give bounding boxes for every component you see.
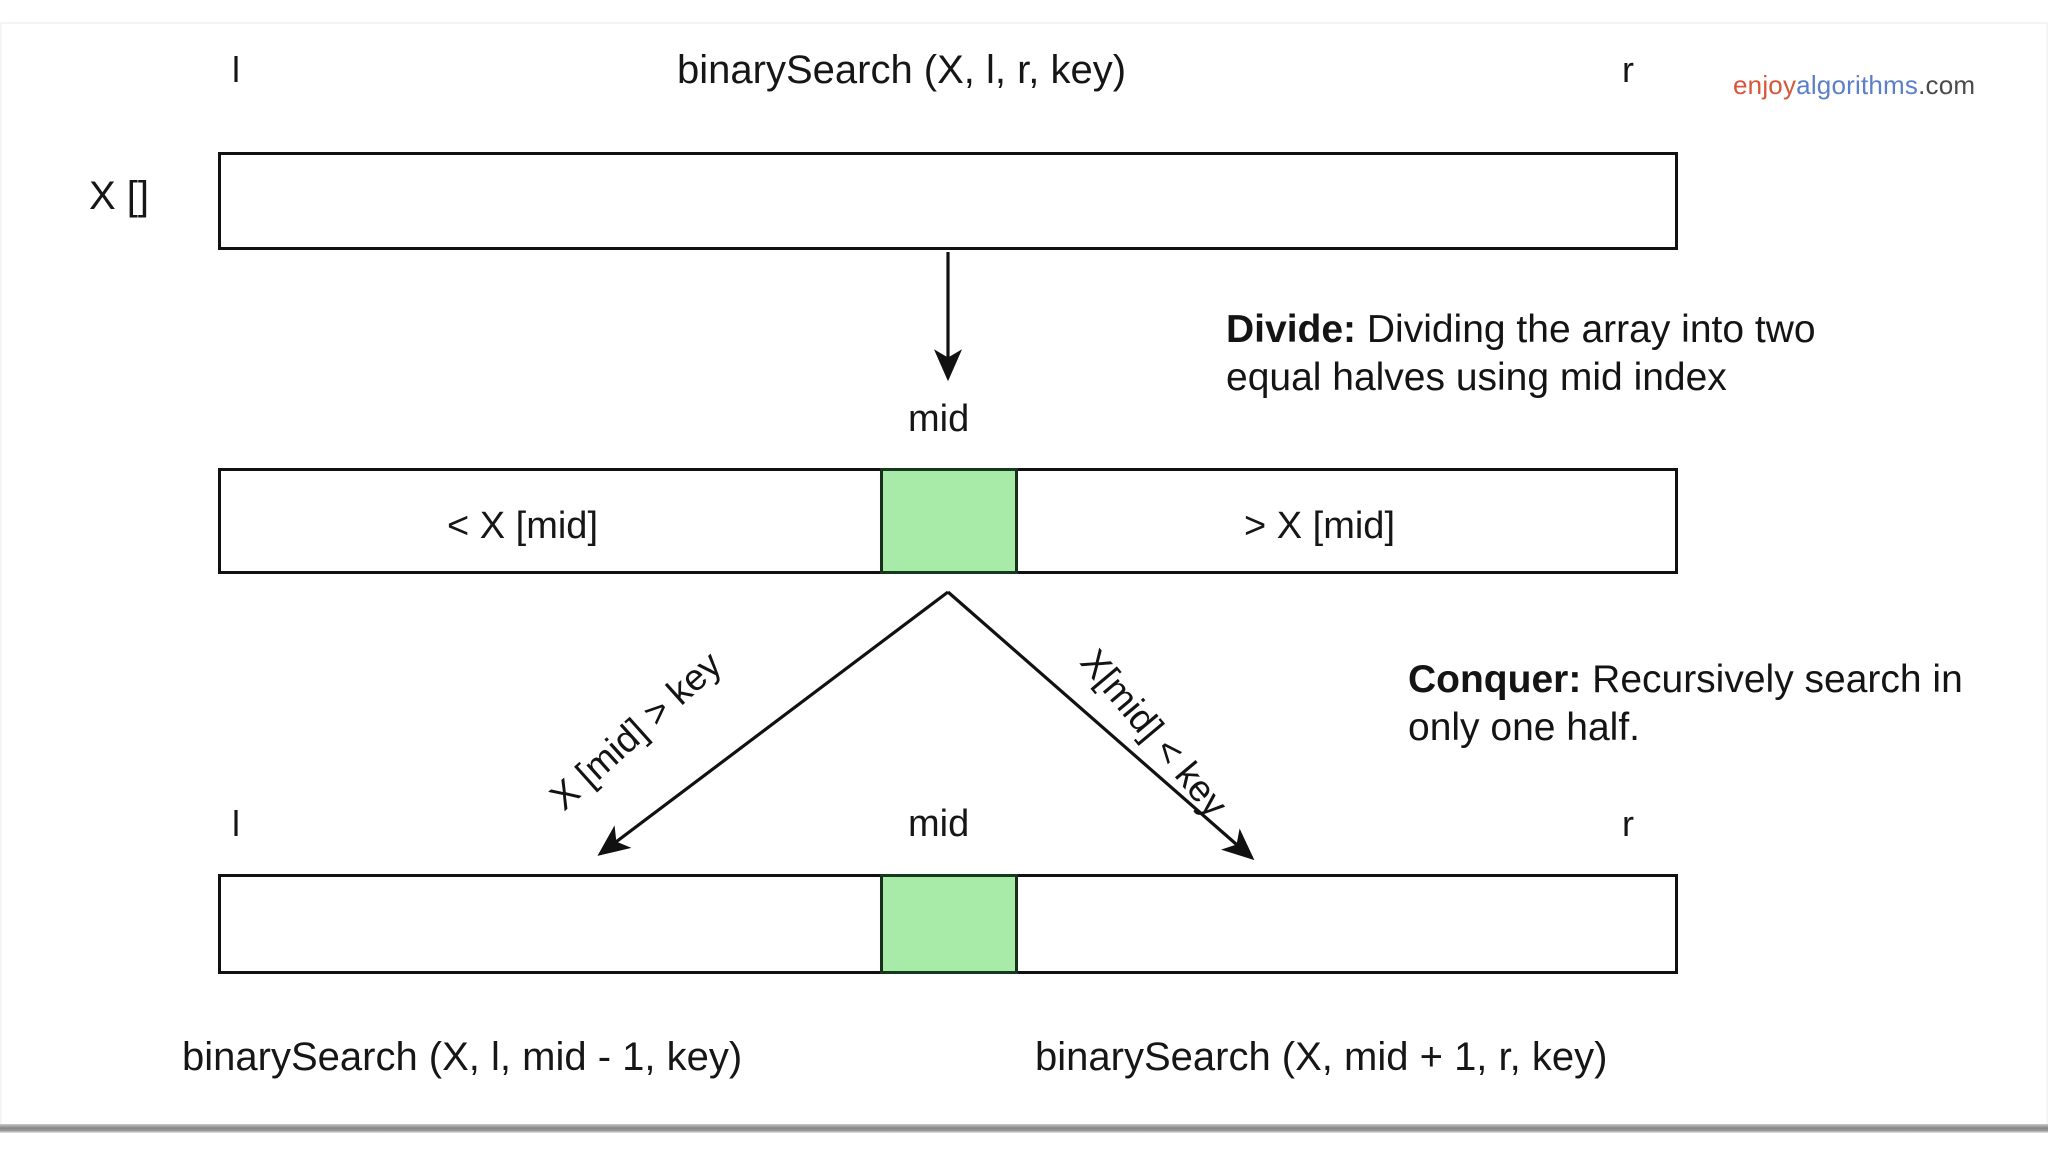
row1-right-index-label: r	[1622, 49, 1634, 90]
note-divide-text: Dividing the array into two equal halves…	[1226, 308, 1816, 399]
note-divide: Divide: Dividing the array into two equa…	[1226, 306, 1846, 401]
frame-top-edge	[0, 22, 2048, 24]
frame-left-edge	[0, 22, 2, 1126]
row2-mid-label: mid	[908, 398, 970, 440]
array-name-label: X []	[89, 174, 150, 218]
row1-left-index-label: l	[232, 49, 240, 90]
note-conquer: Conquer: Recursively search in only one …	[1408, 656, 2028, 751]
array-row-3-mid-cell	[880, 874, 1018, 974]
array-row-1	[218, 152, 1678, 250]
row2-right-half-label: > X [mid]	[1244, 505, 1395, 547]
watermark-part-3: .com	[1918, 70, 1976, 100]
branch-label-left: X [mid] > key	[541, 643, 730, 818]
watermark: enjoyalgorithms.com	[1733, 70, 1975, 101]
row3-mid-label: mid	[908, 803, 970, 845]
note-divide-title: Divide:	[1226, 308, 1357, 351]
branch-label-right: X[mid] < key	[1072, 641, 1236, 825]
frame-bottom-bar	[0, 1124, 2048, 1133]
row2-left-half-label: < X [mid]	[447, 505, 598, 547]
watermark-part-2: algorithms	[1796, 70, 1919, 100]
array-row-2-mid-cell	[880, 468, 1018, 574]
note-conquer-text: Recursively search in only one half.	[1408, 658, 1963, 749]
row3-left-index-label: l	[232, 803, 240, 844]
caption-right: binarySearch (X, mid + 1, r, key)	[1035, 1035, 1608, 1079]
row3-right-index-label: r	[1622, 803, 1634, 844]
note-conquer-title: Conquer:	[1408, 658, 1582, 701]
caption-left: binarySearch (X, l, mid - 1, key)	[182, 1035, 743, 1079]
frame-right-edge	[2046, 22, 2048, 1126]
watermark-part-1: enjoy	[1733, 70, 1797, 100]
page-title: binarySearch (X, l, r, key)	[677, 48, 1127, 92]
